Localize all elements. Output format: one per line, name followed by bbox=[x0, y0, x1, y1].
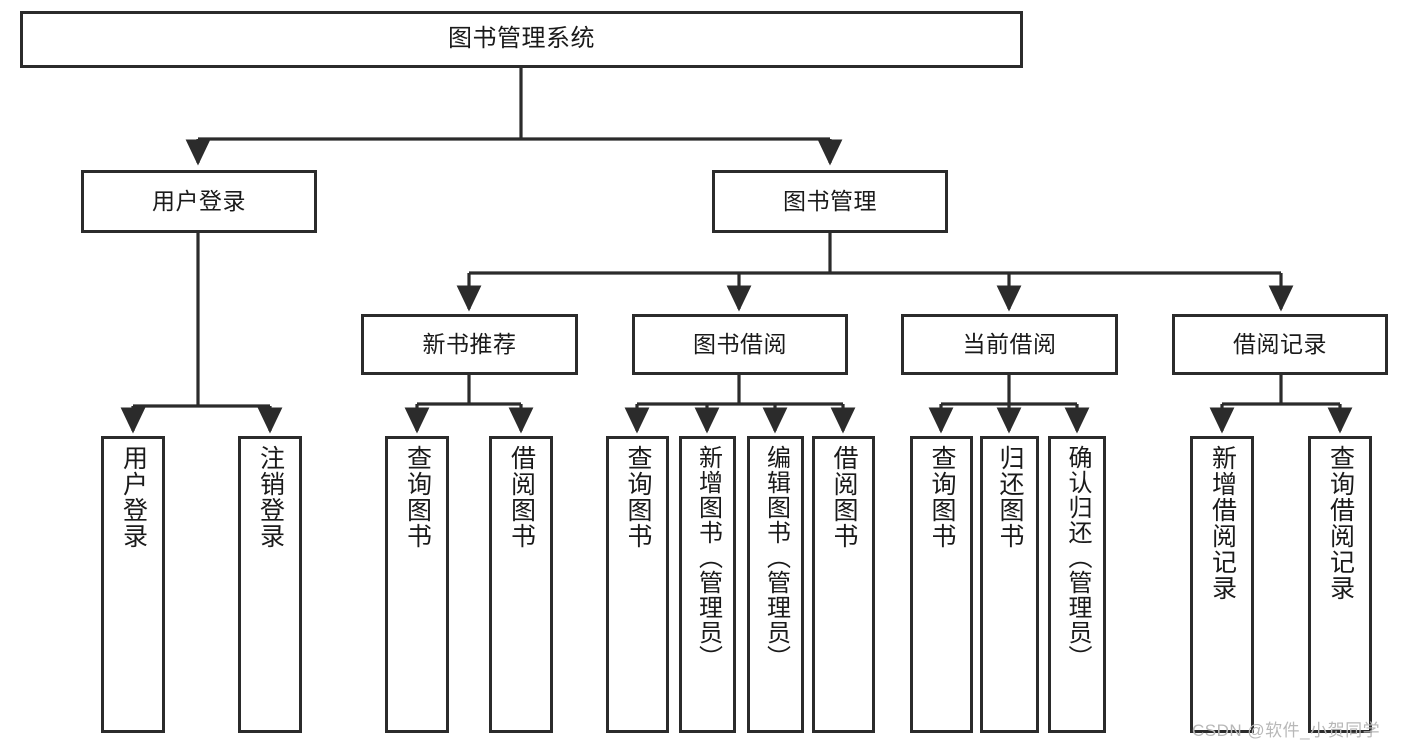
leaf-new-book-query-book[interactable]: 查询图书 bbox=[385, 436, 449, 733]
leaf-user-login-login[interactable]: 用户登录 bbox=[101, 436, 165, 733]
node-label: 编辑图书（管理员） bbox=[762, 445, 790, 670]
node-label: 新增图书（管理员） bbox=[694, 445, 722, 670]
leaf-current-borrow-query-book[interactable]: 查询图书 bbox=[910, 436, 973, 733]
node-label: 查询图书 bbox=[928, 445, 956, 549]
leaf-book-borrow-borrow-book[interactable]: 借阅图书 bbox=[812, 436, 875, 733]
node-label: 注销登录 bbox=[256, 445, 285, 549]
csdn-watermark: CSDN @软件_小贺同学 bbox=[1192, 721, 1381, 740]
node-root-book-management-system[interactable]: 图书管理系统 bbox=[20, 11, 1023, 68]
node-label: 图书管理系统 bbox=[448, 25, 595, 53]
node-current-borrowing[interactable]: 当前借阅 bbox=[901, 314, 1118, 375]
leaf-current-borrow-confirm-return-admin[interactable]: 确认归还（管理员） bbox=[1048, 436, 1106, 733]
node-label: 借阅图书 bbox=[507, 445, 536, 549]
node-label: 用户登录 bbox=[152, 187, 246, 214]
node-label: 新书推荐 bbox=[422, 330, 517, 357]
node-label: 用户登录 bbox=[119, 445, 148, 549]
leaf-borrow-record-add-record[interactable]: 新增借阅记录 bbox=[1190, 436, 1254, 733]
node-book-management[interactable]: 图书管理 bbox=[712, 170, 948, 233]
leaf-borrow-record-query-record[interactable]: 查询借阅记录 bbox=[1308, 436, 1372, 733]
node-label: 查询图书 bbox=[403, 445, 432, 549]
node-new-book-recommendation[interactable]: 新书推荐 bbox=[361, 314, 578, 375]
node-label: 查询借阅记录 bbox=[1326, 445, 1355, 601]
leaf-current-borrow-return-book[interactable]: 归还图书 bbox=[980, 436, 1039, 733]
node-label: 图书管理 bbox=[783, 187, 877, 214]
node-label: 确认归还（管理员） bbox=[1064, 445, 1091, 670]
leaf-book-borrow-edit-book-admin[interactable]: 编辑图书（管理员） bbox=[747, 436, 804, 733]
leaf-new-book-borrow-book[interactable]: 借阅图书 bbox=[489, 436, 553, 733]
node-label: 借阅记录 bbox=[1233, 330, 1327, 357]
node-book-borrowing[interactable]: 图书借阅 bbox=[632, 314, 848, 375]
leaf-book-borrow-query-book[interactable]: 查询图书 bbox=[606, 436, 669, 733]
node-label: 借阅图书 bbox=[830, 445, 858, 549]
node-label: 查询图书 bbox=[624, 445, 652, 549]
node-user-login[interactable]: 用户登录 bbox=[81, 170, 317, 233]
node-borrowing-records[interactable]: 借阅记录 bbox=[1172, 314, 1388, 375]
node-label: 归还图书 bbox=[996, 445, 1024, 549]
leaf-book-borrow-add-book-admin[interactable]: 新增图书（管理员） bbox=[679, 436, 736, 733]
node-label: 新增借阅记录 bbox=[1208, 445, 1237, 601]
node-label: 图书借阅 bbox=[693, 330, 787, 357]
node-label: 当前借阅 bbox=[962, 330, 1057, 357]
leaf-user-login-logout[interactable]: 注销登录 bbox=[238, 436, 302, 733]
